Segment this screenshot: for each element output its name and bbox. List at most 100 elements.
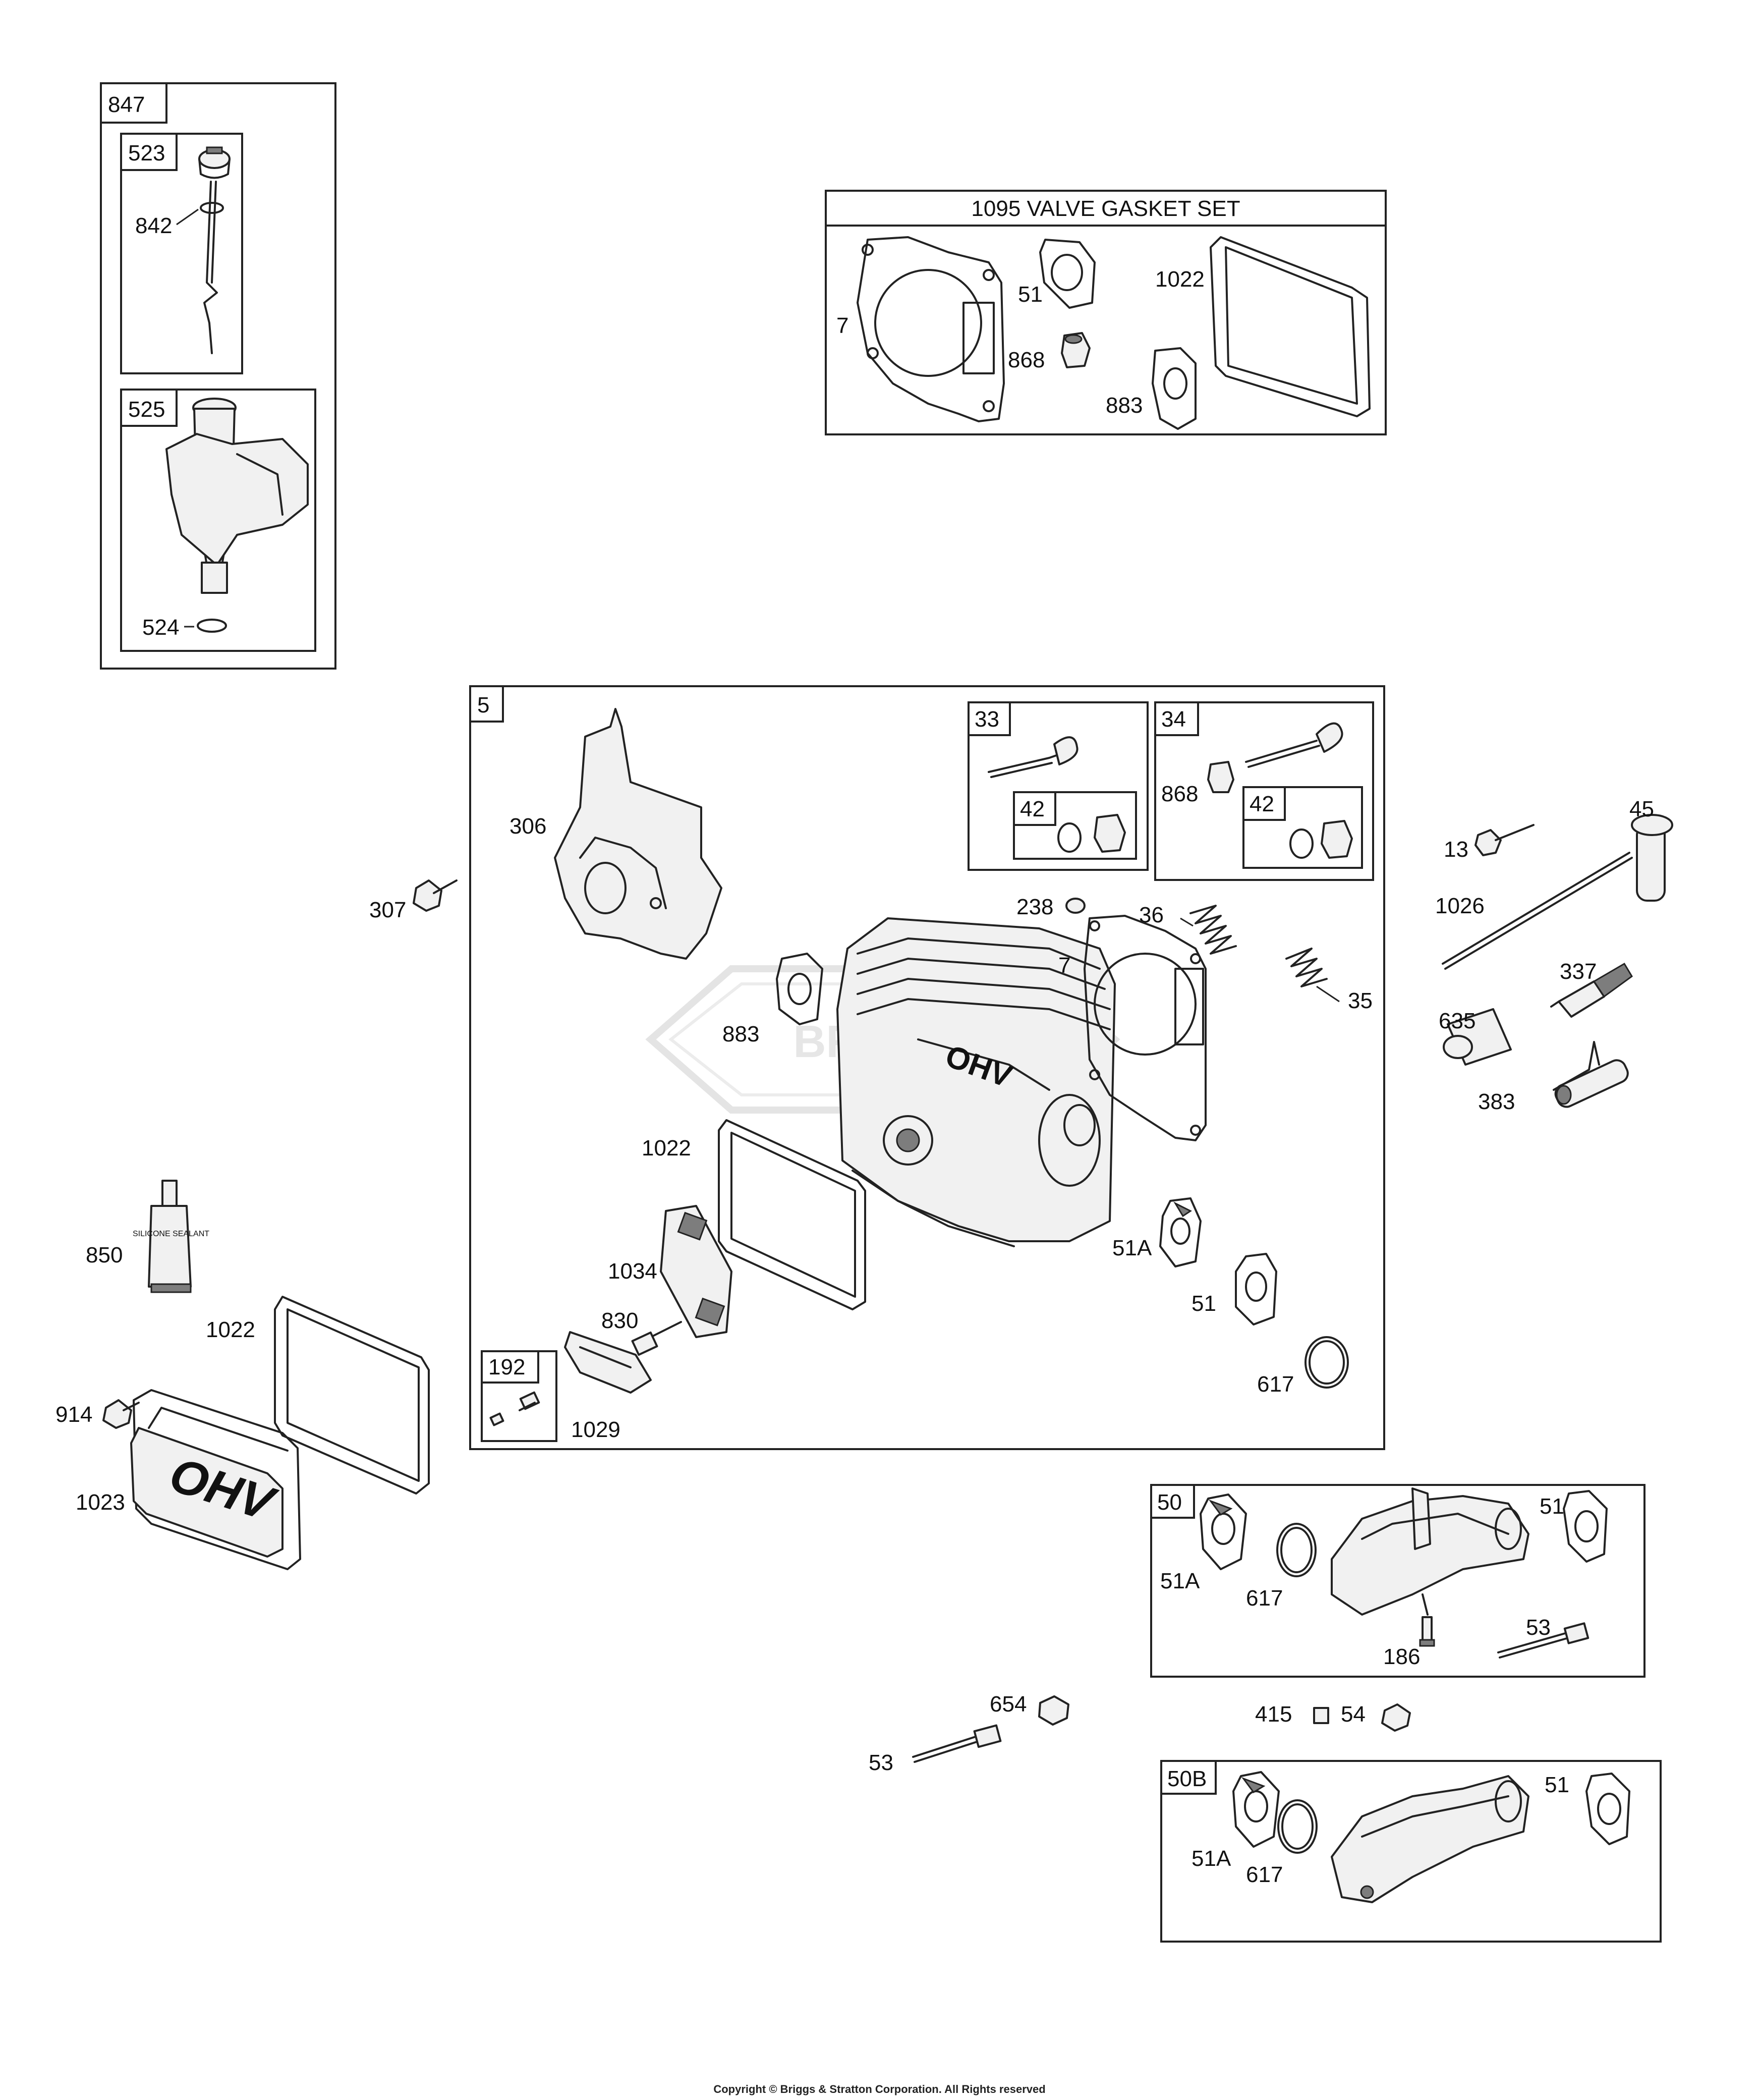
- pushrod-1026-part: 1026: [1435, 852, 1633, 970]
- label-1034: 1034: [608, 1259, 657, 1284]
- label-kit50b-617: 617: [1246, 1862, 1283, 1887]
- dipstick-part: 842: [135, 146, 231, 354]
- copyright-notice: Copyright © Briggs & Stratton Corporatio…: [713, 2083, 1046, 2095]
- intake-gasket-51a-part: 51A: [1112, 1197, 1202, 1267]
- kit-42b-label: 42: [1250, 792, 1274, 816]
- kit-5-label: 5: [477, 693, 489, 717]
- cover-gasket-1022-part: 1022: [642, 1119, 866, 1310]
- label-1029: 1029: [571, 1417, 620, 1442]
- screw-307-part: 307: [369, 879, 458, 922]
- label-45: 45: [1629, 797, 1654, 821]
- cover-gasket-1022b-part: 1022: [206, 1296, 430, 1495]
- label-883-gasket-set: 883: [1106, 393, 1143, 418]
- label-kit50-617: 617: [1246, 1586, 1283, 1611]
- label-kit50-186: 186: [1383, 1644, 1420, 1669]
- label-kit50-51: 51: [1540, 1494, 1564, 1519]
- label-868-gasket-set: 868: [1008, 348, 1045, 372]
- air-guide-306-part: 306: [509, 708, 722, 960]
- label-383: 383: [1478, 1089, 1515, 1114]
- kit-523-box: 523: [120, 133, 243, 374]
- label-830: 830: [601, 1308, 638, 1333]
- sealant-label: SILICONE SEALANT: [133, 1230, 209, 1238]
- label-654: 654: [990, 1692, 1027, 1717]
- kit-1095-label: 1095 VALVE GASKET SET: [971, 196, 1240, 221]
- label-842: 842: [135, 213, 172, 238]
- label-kit50-51a: 51A: [1160, 1569, 1200, 1593]
- label-kit50-53: 53: [1526, 1615, 1551, 1640]
- kit-50-box: 50: [1150, 1484, 1645, 1678]
- manifold-kit50-gaskets: 51A 617: [1160, 1494, 1317, 1611]
- head-gasket-7-part: 7: [1058, 915, 1207, 1141]
- intake-gasket-51-part: 51: [1191, 1253, 1277, 1325]
- kit-1095-box: 1095 VALVE GASKET SET: [825, 190, 1387, 435]
- armature-383-part: 383: [1478, 1041, 1629, 1114]
- label-1022: 1022: [642, 1136, 691, 1160]
- label-1022-gasket-set: 1022: [1155, 267, 1205, 292]
- exhaust-gasket-kit-part: 883: [1106, 347, 1197, 430]
- label-307: 307: [369, 898, 406, 922]
- kit-523-label: 523: [128, 141, 165, 165]
- screw-914-part: 914: [55, 1399, 140, 1429]
- kit-5-box: 5: [469, 685, 1385, 1450]
- label-kit50b-51a: 51A: [1191, 1846, 1231, 1871]
- label-1022b: 1022: [206, 1317, 255, 1342]
- gasket-kit50b-51-part: [1585, 1773, 1630, 1845]
- manifold-kit50b-gaskets: 51A 617: [1191, 1771, 1318, 1887]
- plug-415-part: 415: [1255, 1702, 1329, 1727]
- kit-50b-label: 50B: [1167, 1766, 1207, 1791]
- kit-847-label: 847: [108, 92, 145, 117]
- spring-36-part: 36: [1139, 903, 1237, 955]
- stud-830-part: 830: [601, 1308, 682, 1356]
- cylinder-head-part: OHV: [836, 917, 1116, 1247]
- label-54: 54: [1341, 1702, 1366, 1727]
- cover-gasket-kit-part: 1022: [1155, 236, 1371, 417]
- label-51-gasket-set: 51: [1018, 282, 1043, 307]
- label-337: 337: [1560, 959, 1597, 984]
- intake-gasket-kit-part: 51: [1018, 239, 1096, 309]
- label-35: 35: [1348, 988, 1373, 1013]
- breather-1034-part: 1034: [608, 1205, 732, 1338]
- nut-654-part: 654: [990, 1692, 1069, 1726]
- kit-33-box: 33 42: [968, 701, 1149, 871]
- sealant-850-part: SILICONE SEALANT 850: [86, 1180, 209, 1293]
- spark-plug-socket-635-part: 635: [1439, 1008, 1512, 1066]
- label-238: 238: [1016, 895, 1053, 919]
- kit-50-label: 50: [1157, 1490, 1182, 1515]
- label-13: 13: [1444, 837, 1468, 862]
- kit-525-label: 525: [128, 397, 165, 422]
- kit-34-box: 34 42: [1154, 701, 1374, 881]
- kit-192-label: 192: [488, 1355, 525, 1379]
- label-868: 868: [1161, 782, 1198, 806]
- label-36: 36: [1139, 903, 1164, 927]
- o-ring-617-part: 617: [1257, 1336, 1349, 1397]
- label-1023: 1023: [76, 1490, 125, 1515]
- exhaust-valve-part: 868: [1161, 722, 1353, 859]
- head-gasket-kit-part: 7: [836, 236, 1005, 422]
- label-51: 51: [1191, 1291, 1216, 1316]
- label-883: 883: [722, 1022, 759, 1046]
- label-524: 524: [142, 615, 179, 640]
- label-306: 306: [509, 814, 546, 839]
- kit-847-box: 847: [100, 82, 336, 670]
- valve-seal-kit-part: 868: [1008, 332, 1091, 372]
- screw-54-part: 54: [1341, 1702, 1411, 1732]
- gasket-kit50-51-part: [1563, 1490, 1608, 1563]
- tappet-45-part: 45: [1629, 797, 1673, 902]
- label-415: 415: [1255, 1702, 1292, 1727]
- label-7: 7: [1058, 953, 1070, 978]
- label-51a: 51A: [1112, 1236, 1152, 1260]
- oil-fill-tube-part: 524: [142, 398, 309, 640]
- sensor-186-part: 186: [1383, 1616, 1435, 1669]
- kit-34-label: 34: [1161, 707, 1186, 732]
- screw-13-part: 13: [1444, 824, 1535, 862]
- label-635: 635: [1439, 1009, 1476, 1033]
- label-850: 850: [86, 1243, 123, 1267]
- label-kit50b-51: 51: [1545, 1773, 1569, 1797]
- intake-valve-part: [988, 736, 1126, 853]
- deflector-1029-part: 1029: [564, 1331, 652, 1442]
- kit-42a-label: 42: [1020, 797, 1045, 821]
- kit-50b-box: 50B: [1160, 1760, 1662, 1943]
- stud-kit50-53-part: 53: [1497, 1615, 1590, 1659]
- spark-plug-337-part: 337: [1550, 959, 1633, 1018]
